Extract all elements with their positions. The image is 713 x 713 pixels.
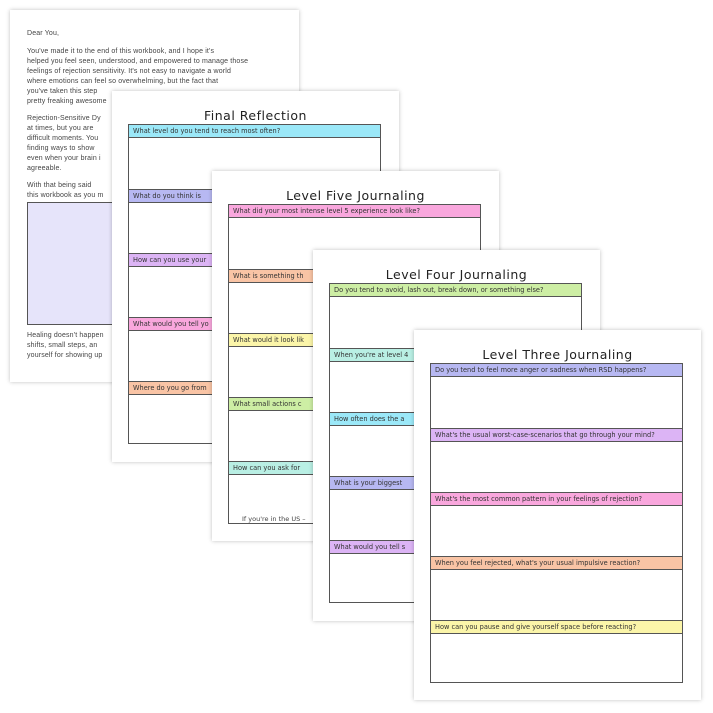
letter-closing-line: shifts, small steps, an xyxy=(27,342,98,349)
question-header: How can you pause and give yourself spac… xyxy=(431,620,682,634)
worksheet-level-three: Level Three Journaling Do you tend to fee… xyxy=(414,330,701,700)
worksheet-title: Level Three Journaling xyxy=(482,347,633,362)
letter-text-line: pretty freaking awesome xyxy=(27,98,107,105)
question-section: When you feel rejected, what's your usua… xyxy=(431,556,682,620)
letter-text-line: helped you feel seen, understood, and em… xyxy=(27,58,249,65)
question-header: What's the most common pattern in your f… xyxy=(431,492,682,506)
worksheet-title: Level Five Journaling xyxy=(286,188,425,203)
worksheet-title: Level Four Journaling xyxy=(385,267,528,282)
letter-text-line: difficult moments. You xyxy=(27,135,99,142)
footer-note: If you're in the US – xyxy=(242,515,306,523)
question-header: When you feel rejected, what's your usua… xyxy=(431,556,682,570)
letter-text-line: where emotions can feel so overwhelming,… xyxy=(27,78,219,85)
question-section: What's the usual worst-case-scenarios th… xyxy=(431,428,682,492)
question-section: How can you pause and give yourself spac… xyxy=(431,620,682,684)
question-header: Do you tend to avoid, lash out, break do… xyxy=(330,284,581,297)
letter-text-line: even when your brain i xyxy=(27,155,101,162)
letter-text-line: finding ways to show xyxy=(27,145,95,152)
letter-text-line: With that being said xyxy=(27,182,92,189)
letter-text-line: Rejection-Sensitive Dy xyxy=(27,115,101,122)
question-header: What's the usual worst-case-scenarios th… xyxy=(431,428,682,442)
question-section: What's the most common pattern in your f… xyxy=(431,492,682,556)
worksheet-title: Final Reflection xyxy=(204,108,307,123)
letter-text-line: feelings of rejection sensitivity. It's … xyxy=(27,68,232,75)
letter-closing-line: Healing doesn't happen xyxy=(27,332,104,339)
question-section: Do you tend to avoid, lash out, break do… xyxy=(330,284,581,348)
letter-closing-line: yourself for showing up xyxy=(27,352,103,359)
answer-area[interactable] xyxy=(431,634,682,684)
letter-text-line: agreeable. xyxy=(27,165,62,172)
question-header: Do you tend to feel more anger or sadnes… xyxy=(431,364,682,377)
letter-text-line: this workbook as you m xyxy=(27,192,104,199)
letter-text-line: You've made it to the end of this workbo… xyxy=(27,48,215,55)
question-section: What level do you tend to reach most oft… xyxy=(129,125,380,189)
letter-text-line: at times, but you are xyxy=(27,125,94,132)
question-section: Do you tend to feel more anger or sadnes… xyxy=(431,364,682,428)
question-header: What did your most intense level 5 exper… xyxy=(229,205,480,218)
answer-area[interactable] xyxy=(431,570,682,620)
letter-text-line: Dear You, xyxy=(27,30,60,37)
question-section: What did your most intense level 5 exper… xyxy=(229,205,480,269)
answer-area[interactable] xyxy=(431,442,682,492)
letter-text-line: you've taken this step xyxy=(27,88,98,95)
answer-area[interactable] xyxy=(431,377,682,427)
answer-area[interactable] xyxy=(431,506,682,556)
question-table: Do you tend to feel more anger or sadnes… xyxy=(430,363,683,683)
question-header: What level do you tend to reach most oft… xyxy=(129,125,380,138)
